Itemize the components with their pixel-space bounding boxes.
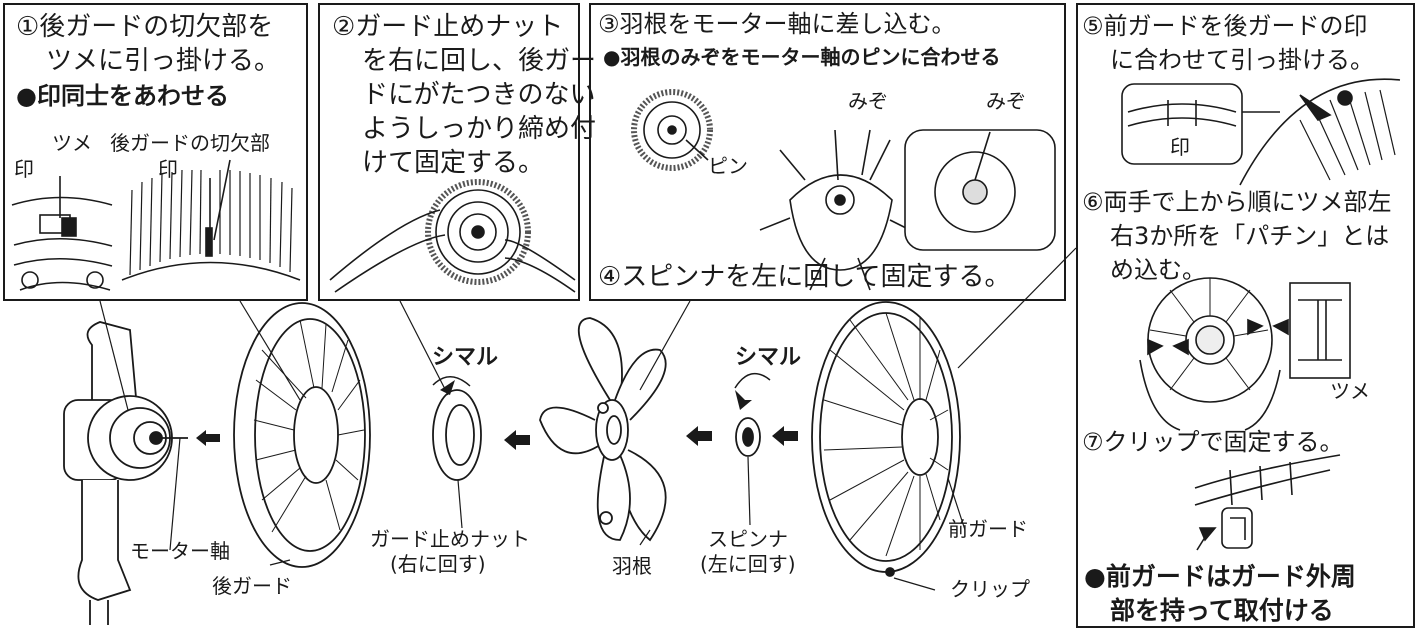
- rear-guard: [233, 302, 371, 568]
- step2-line1: ②ガード止めナット: [332, 12, 564, 42]
- step5-line1: ⑤前ガードを後ガードの印: [1082, 12, 1368, 40]
- step7-figure: [1194, 454, 1341, 551]
- step6-figure: [1139, 277, 1351, 431]
- step1-label-mark-b: 印: [158, 157, 178, 181]
- step6-line1: ⑥両手で上から順にツメ部左: [1082, 188, 1392, 216]
- label-nut-line2: (右に回す): [390, 552, 486, 576]
- label-rear-guard: 後ガード: [212, 574, 292, 598]
- step3-label-pin: ピン: [708, 154, 748, 178]
- step2-figure: [329, 179, 576, 293]
- step5-line2: に合わせて引っ掛ける。: [1110, 46, 1374, 74]
- step2-line3: ドにがたつきのない: [362, 80, 596, 110]
- note-line1: ●前ガードはガード外周: [1084, 562, 1356, 591]
- step3-bullet: ●羽根のみぞをモーター軸のピンに合わせる: [603, 45, 1001, 69]
- label-blade: 羽根: [612, 554, 652, 578]
- step1-detail-figure: [11, 159, 301, 291]
- step5-figure: [1121, 78, 1401, 186]
- label-nut-line1: ガード止めナット: [370, 527, 530, 551]
- spinner: [735, 417, 761, 457]
- step3-label-groove-b: みぞ: [986, 89, 1026, 113]
- step6-line2: 右3か所を「パチン」とは: [1110, 222, 1390, 250]
- step1-label-tsume: ツメ: [52, 131, 92, 155]
- step7-title: ⑦クリップで固定する。: [1082, 428, 1344, 456]
- guard-nut: [432, 389, 482, 481]
- blade: [539, 317, 667, 542]
- step1-title-line1: ①後ガードの切欠部を: [16, 12, 274, 42]
- label-motor-shaft: モーター軸: [130, 539, 230, 563]
- label-spinner-line1: スピンナ: [708, 527, 788, 551]
- step1-title-line2: ツメに引っ掛ける。: [46, 46, 281, 76]
- step1-bullet: ●印同士をあわせる: [16, 82, 229, 110]
- label-front-guard: 前ガード: [948, 517, 1028, 541]
- step2-line5: けて固定する。: [362, 148, 545, 178]
- step5-label-mark: 印: [1170, 135, 1190, 159]
- step3-title: ③羽根をモーター軸に差し込む。: [598, 10, 956, 38]
- step6-line3: め込む。: [1110, 256, 1206, 284]
- label-spinner-line2: (左に回す): [700, 552, 796, 576]
- leader-lines: [99, 247, 1077, 591]
- rotation-arrows: [432, 372, 771, 389]
- step1-box: [3, 3, 308, 301]
- step4-title: ④スピンナを左に回して固定する。: [598, 262, 1011, 292]
- label-shimaru-b: シマル: [735, 345, 802, 370]
- fan-body: [63, 321, 188, 625]
- label-shimaru-a: シマル: [432, 345, 499, 370]
- step1-label-mark-a: 印: [14, 157, 34, 181]
- assembly-arrows: [196, 380, 798, 450]
- label-clip: クリップ: [950, 577, 1030, 601]
- step3-figure: [631, 89, 1056, 291]
- step6-label-tsume: ツメ: [1330, 379, 1370, 403]
- step2-line4: ようしっかり締め付: [362, 114, 597, 144]
- front-guard: [811, 301, 961, 577]
- step1-label-notch: 後ガードの切欠部: [110, 131, 270, 155]
- step3-label-groove-a: みぞ: [848, 89, 888, 113]
- step2-line2: を右に回し、後ガー: [362, 46, 597, 76]
- note-line2: 部を持って取付ける: [1110, 596, 1334, 625]
